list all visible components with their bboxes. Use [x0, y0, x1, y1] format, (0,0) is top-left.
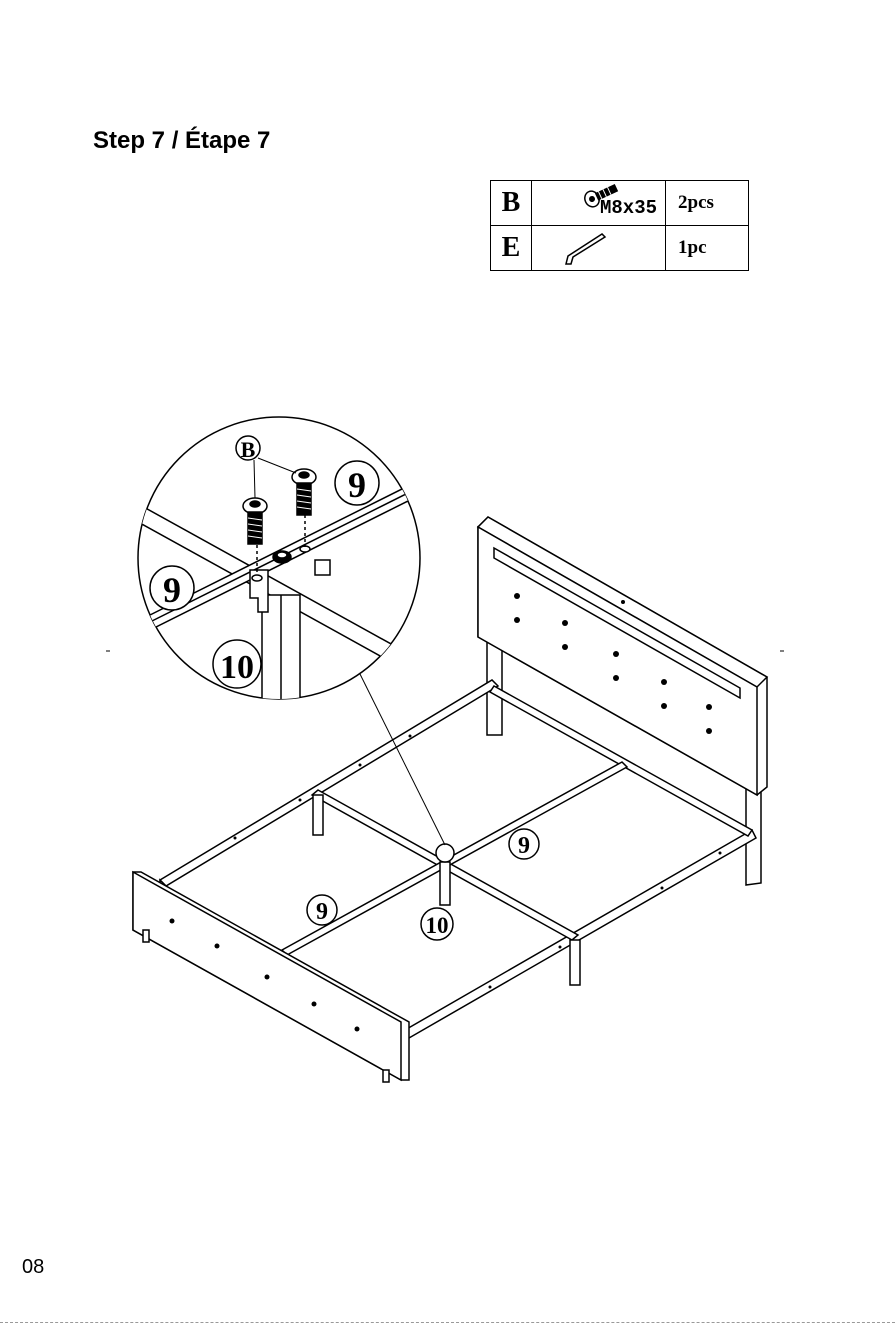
support-leg [570, 940, 580, 985]
callout-B: B [241, 437, 256, 462]
main-callout-10: 10 [426, 913, 449, 938]
main-callout-9-left: 9 [316, 899, 328, 925]
joint-circle [436, 844, 454, 862]
callout-10: 10 [220, 649, 254, 686]
center-leg [440, 862, 450, 905]
page-number: 08 [22, 1256, 44, 1279]
page-edge [0, 1322, 895, 1323]
main-callout-9-right: 9 [518, 833, 530, 859]
support-leg [313, 795, 323, 835]
cross-slat [282, 762, 627, 955]
callout-9-top: 9 [348, 465, 366, 505]
foot [383, 1070, 389, 1082]
foot [143, 930, 149, 942]
callout-9-left: 9 [163, 570, 181, 610]
detail-view: B 9 9 10 [138, 417, 420, 700]
